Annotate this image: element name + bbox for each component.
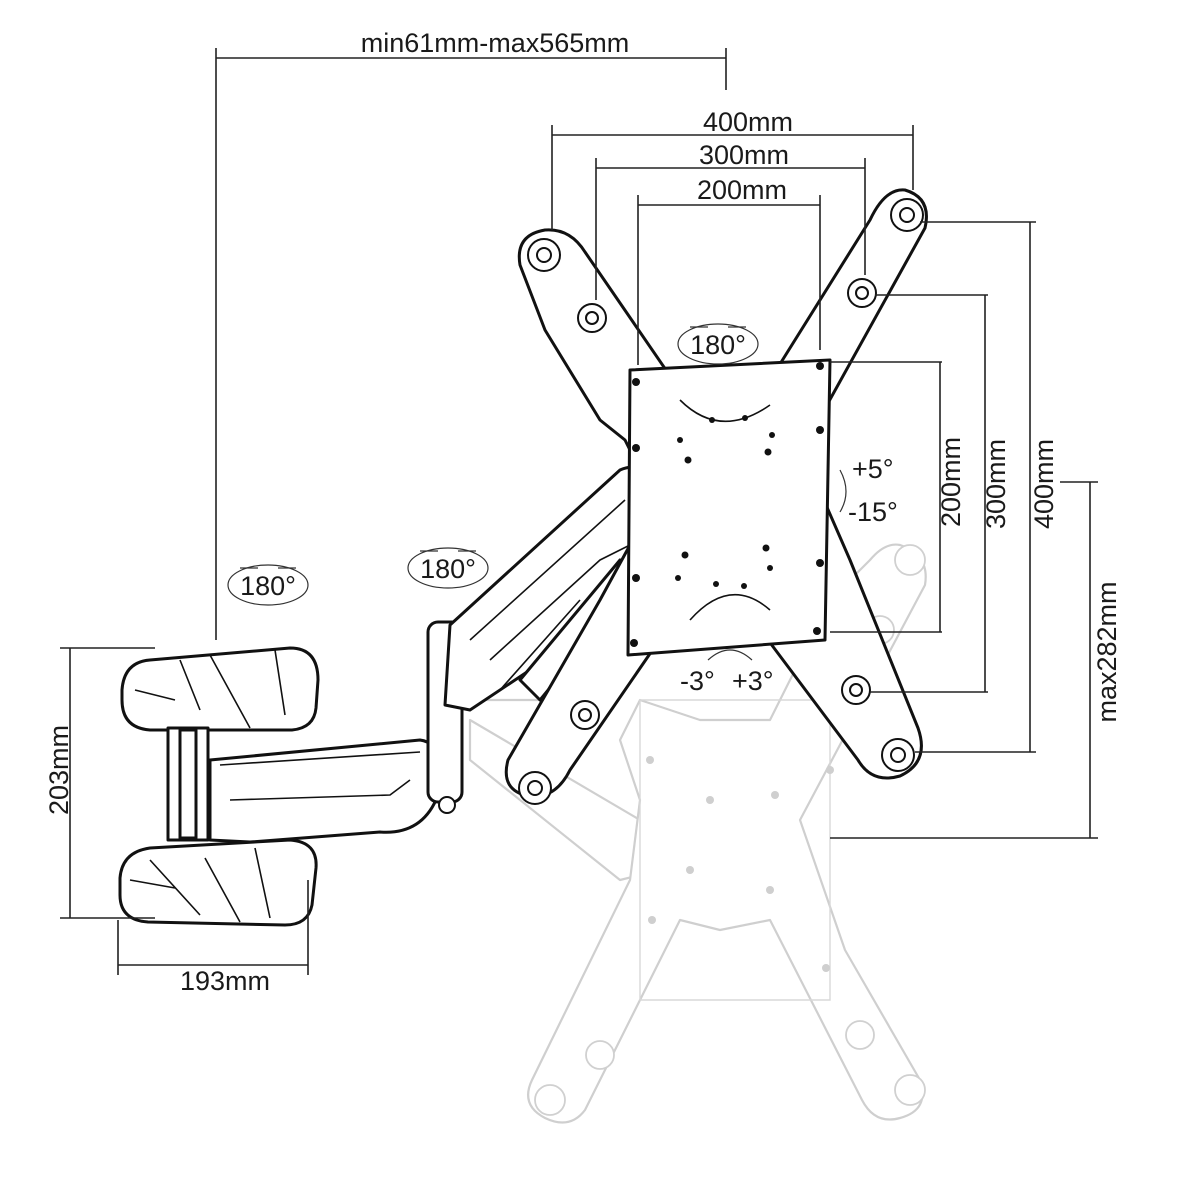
wall-swivel-ellipse <box>227 564 309 606</box>
vesa-width-400-label: 400mm <box>703 107 793 137</box>
vesa-height-300-label: 300mm <box>981 439 1011 529</box>
vesa-width-300-label: 300mm <box>699 140 789 170</box>
wall-plate <box>118 646 320 927</box>
labels: min61mm-max565mm 400mm 300mm 200mm 200mm… <box>44 28 1122 996</box>
wall-plate-width-label: 193mm <box>180 966 270 996</box>
wall-plate-height-label: 203mm <box>44 725 74 815</box>
vesa-height-400-label: 400mm <box>1029 439 1059 529</box>
tilt-arc <box>839 469 847 513</box>
dimension-lines <box>60 48 1098 975</box>
wall-swivel-label: 180° <box>240 571 296 601</box>
vertical-adjust-label: max282mm <box>1092 581 1122 722</box>
arm-swivel-ellipse <box>407 547 489 589</box>
level-right-label: +3° <box>732 666 774 696</box>
arm-extension-label: min61mm-max565mm <box>361 28 630 58</box>
level-left-label: -3° <box>680 666 715 696</box>
head-rotation-label: 180° <box>690 330 746 360</box>
vesa-bracket <box>504 188 928 805</box>
level-arc <box>707 649 753 661</box>
vesa-width-200-label: 200mm <box>697 175 787 205</box>
tilt-down-label: -15° <box>848 497 898 527</box>
rotation-symbols <box>227 323 847 661</box>
vesa-height-200-label: 200mm <box>936 437 966 527</box>
arm-swivel-label: 180° <box>420 554 476 584</box>
tilt-up-label: +5° <box>852 454 894 484</box>
head-rotation-ellipse <box>677 323 759 365</box>
